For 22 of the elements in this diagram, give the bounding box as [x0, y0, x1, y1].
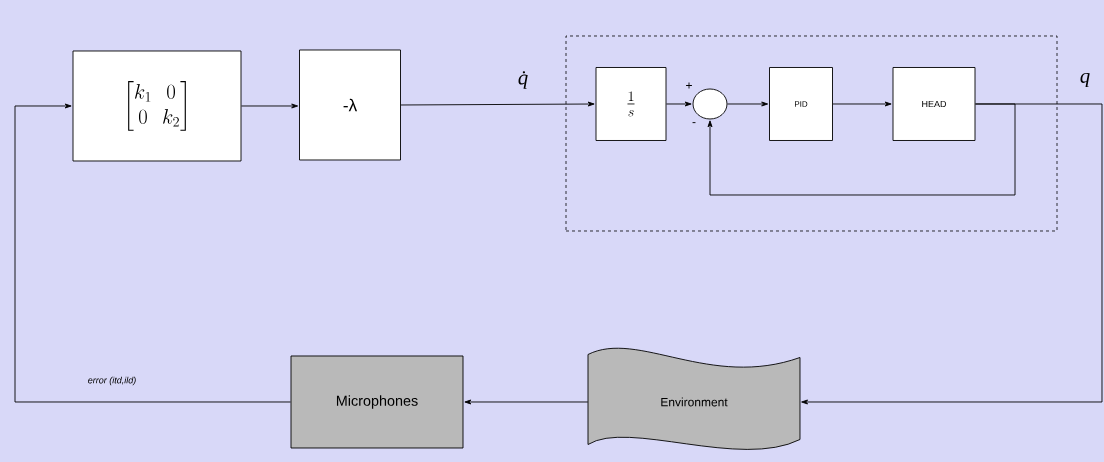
- head-box: HEAD: [892, 67, 976, 141]
- arrow: [832, 101, 892, 107]
- arrow: [666, 101, 692, 107]
- pid-box: PID: [769, 67, 833, 141]
- edge-label: q̇: [518, 71, 528, 89]
- summing-junction: [692, 88, 728, 120]
- edge-label: q: [1080, 72, 1090, 88]
- arrow: [14, 103, 291, 403]
- arrow: [707, 103, 1016, 196]
- integrator-box: $\frac{1}{s}$: [595, 67, 667, 141]
- arrow: [400, 101, 595, 107]
- arrow: [801, 103, 1103, 405]
- matrix-box: $\begin{bmatrix}k_1 & 0\\ 0 & k_2\end{bmatrix}$: [72, 50, 242, 162]
- sign-label: +: [686, 82, 692, 89]
- arrow: [241, 103, 299, 109]
- subsystem-frame: [565, 35, 1058, 232]
- gain-box: -λ: [299, 49, 401, 161]
- arrow: [727, 101, 769, 107]
- sign-label: -: [692, 122, 696, 124]
- microphones-box: Microphones: [290, 355, 464, 449]
- arrow: [464, 399, 589, 405]
- edge-label: error (itd,ild): [88, 376, 136, 386]
